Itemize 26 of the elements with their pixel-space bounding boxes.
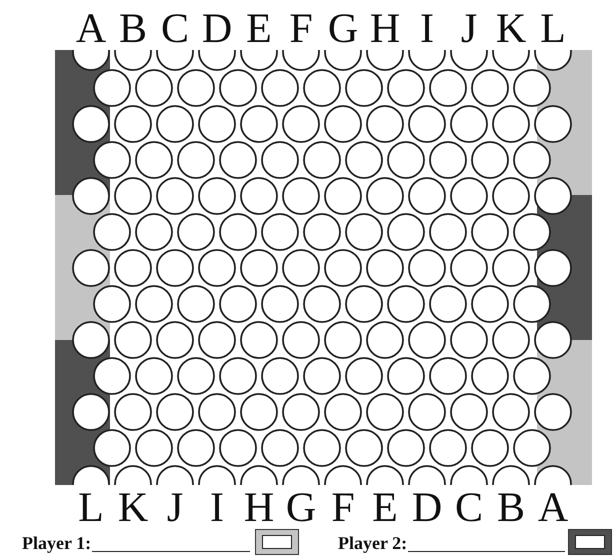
column-letter: D [202, 8, 232, 50]
player-label: Player 1: [22, 533, 92, 553]
column-letter: D [412, 487, 442, 529]
column-letter: H [244, 487, 274, 529]
column-letter: E [372, 487, 398, 529]
column-letter: J [166, 487, 184, 529]
column-letter: C [161, 8, 189, 50]
column-letter: B [119, 8, 147, 50]
column-letter: A [538, 487, 568, 529]
column-letter: F [289, 8, 313, 50]
player-label: Player 2: [338, 533, 408, 553]
column-letter: E [246, 8, 272, 50]
column-letter: L [540, 8, 566, 50]
column-letter: I [210, 487, 224, 529]
column-letter: G [286, 487, 316, 529]
column-letter: F [331, 487, 355, 529]
column-letter: C [455, 487, 483, 529]
column-letter: K [118, 487, 148, 529]
column-letter: L [78, 487, 104, 529]
column-letter: J [460, 8, 478, 50]
column-letter: B [497, 487, 525, 529]
column-letter: H [370, 8, 400, 50]
column-letter: A [76, 8, 106, 50]
column-letter: I [420, 8, 434, 50]
column-letter: K [496, 8, 526, 50]
column-letter: G [328, 8, 358, 50]
